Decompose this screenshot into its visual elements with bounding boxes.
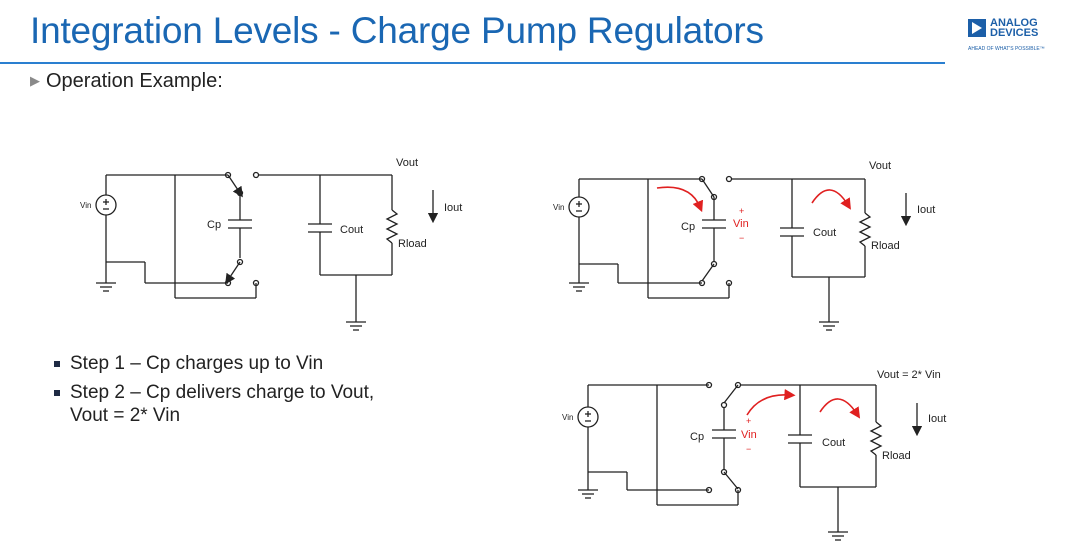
vout-label: Vout <box>396 157 418 169</box>
step-item: Step 1 – Cp charges up to Vin <box>52 352 374 375</box>
circuit-step1 <box>95 171 439 331</box>
section-heading: ▶ Operation Example: <box>30 70 223 93</box>
logo-text: ANALOG DEVICES <box>990 17 1039 39</box>
load-current-arrow-icon <box>811 189 851 210</box>
rload-resistor-icon <box>385 209 399 244</box>
title-underline <box>0 62 945 64</box>
cp-plus-label: + <box>746 416 751 426</box>
cp-label: Cp <box>690 431 704 443</box>
cp-minus-label: − <box>739 233 744 243</box>
cp-voltage-label: Vin <box>741 429 757 441</box>
rload-label: Rload <box>882 450 911 462</box>
cp-minus-label: − <box>746 444 751 454</box>
rload-label: Rload <box>398 238 427 250</box>
step-text: Step 2 – Cp delivers charge to Vout, <box>70 382 375 403</box>
rload-resistor-icon <box>869 421 883 456</box>
cout-label: Cout <box>822 437 845 449</box>
vin-label: Vin <box>80 201 91 210</box>
logo-line2: DEVICES <box>990 27 1039 39</box>
rload-label: Rload <box>871 240 900 252</box>
bullet-square-icon <box>54 361 60 367</box>
step-text-line2: Vout = 2* Vin <box>70 405 181 426</box>
step-item: Step 2 – Cp delivers charge to Vout, Vou… <box>52 381 374 427</box>
cp-voltage-label: Vin <box>733 218 749 230</box>
cp-label: Cp <box>207 219 221 231</box>
load-current-arrow-icon <box>819 398 861 419</box>
vout-label: Vout = 2* Vin <box>877 369 941 381</box>
cp-plus-label: + <box>739 206 744 216</box>
iout-label: Iout <box>928 413 946 425</box>
step-text: Step 1 – Cp charges up to Vin <box>70 353 324 374</box>
bullet-square-icon <box>54 390 60 396</box>
vout-label: Vout <box>869 160 891 172</box>
cout-label: Cout <box>340 224 363 236</box>
iout-label: Iout <box>444 202 462 214</box>
transfer-current-arrow-icon <box>746 389 796 416</box>
cout-label: Cout <box>813 227 836 239</box>
ground-icon <box>578 489 598 499</box>
circuit-step2 <box>577 381 923 541</box>
cp-label: Cp <box>681 221 695 233</box>
logo-line1: ANALOG <box>990 17 1038 29</box>
bullet-arrow-icon: ▶ <box>30 73 40 88</box>
circuit-step1-active <box>568 175 912 331</box>
ground-icon <box>346 321 366 331</box>
vin-label: Vin <box>553 203 564 212</box>
step-list: Step 1 – Cp charges up to Vin Step 2 – C… <box>52 352 374 433</box>
logo-triangle-icon <box>968 19 986 37</box>
section-heading-text: Operation Example: <box>46 70 223 92</box>
analog-devices-logo: ANALOG DEVICES AHEAD OF WHAT'S POSSIBLE™ <box>968 18 1073 58</box>
rload-resistor-icon <box>858 212 872 247</box>
ground-icon <box>569 282 589 292</box>
vin-label: Vin <box>562 413 573 422</box>
iout-label: Iout <box>917 204 935 216</box>
ground-icon <box>819 321 839 331</box>
ground-icon <box>96 282 116 292</box>
switch-top-icon <box>227 174 243 198</box>
switch-bottom-icon <box>225 261 241 285</box>
charge-current-arrow-icon <box>656 186 704 213</box>
ground-icon <box>828 531 848 541</box>
logo-tagline: AHEAD OF WHAT'S POSSIBLE™ <box>968 46 1045 52</box>
slide-title: Integration Levels - Charge Pump Regulat… <box>30 10 764 51</box>
